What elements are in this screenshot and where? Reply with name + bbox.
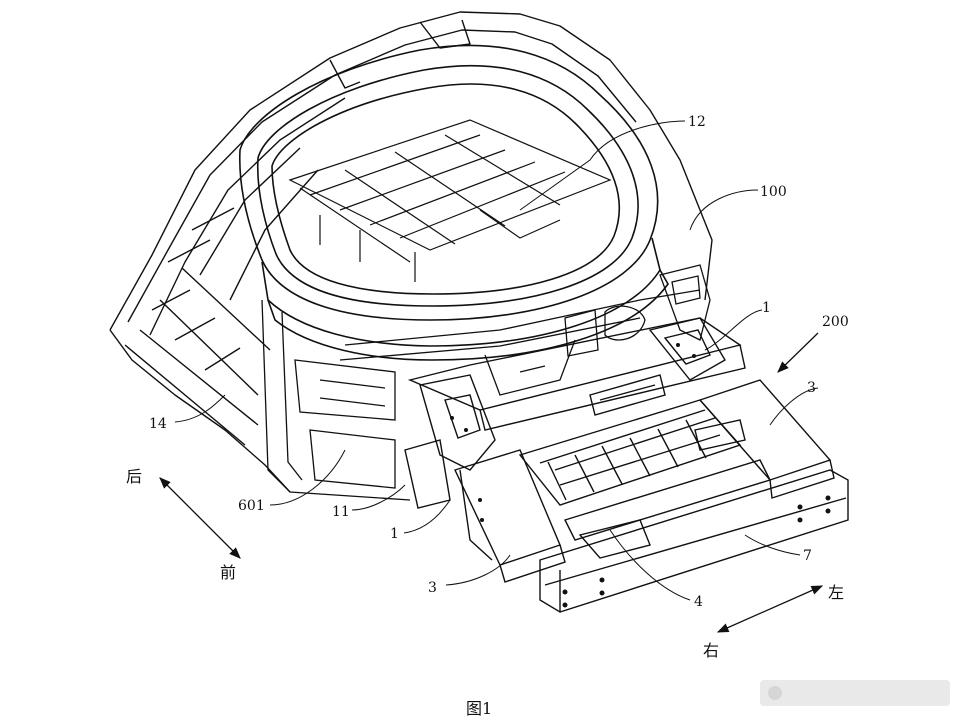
figure-caption: 图1: [466, 699, 492, 718]
label-200: 200: [822, 314, 849, 330]
front-bulkhead: [261, 264, 711, 501]
label-601: 601: [238, 498, 265, 514]
assembly-200-arrow: [777, 332, 819, 373]
label-7: 7: [803, 548, 812, 564]
ring-frame: [238, 44, 669, 361]
leader-lines: [174, 120, 819, 601]
direction-left: 左: [828, 583, 844, 602]
cabin-structure: [109, 11, 713, 493]
label-3-right: 3: [807, 380, 816, 396]
watermark: [760, 680, 950, 706]
label-14: 14: [149, 416, 167, 432]
label-12: 12: [688, 114, 706, 130]
direction-right: 右: [703, 641, 719, 660]
label-11: 11: [332, 504, 350, 520]
label-100: 100: [760, 184, 787, 200]
part-labels: 12 100 200 1 3 14 601 11 1 3 4 7: [149, 114, 849, 610]
label-3-bottom: 3: [428, 580, 437, 596]
label-1-top: 1: [762, 300, 771, 316]
left-right-arrow: [716, 585, 824, 633]
floor-frame: [288, 119, 612, 282]
direction-arrows: [159, 332, 824, 633]
front-rear-arrow: [159, 477, 241, 559]
label-1-bottom: 1: [390, 526, 399, 542]
direction-rear: 后: [126, 467, 142, 486]
direction-front: 前: [220, 563, 236, 582]
label-4: 4: [694, 594, 703, 610]
direction-labels: 后 前 左 右: [126, 467, 844, 660]
front-subframe: [404, 317, 849, 613]
